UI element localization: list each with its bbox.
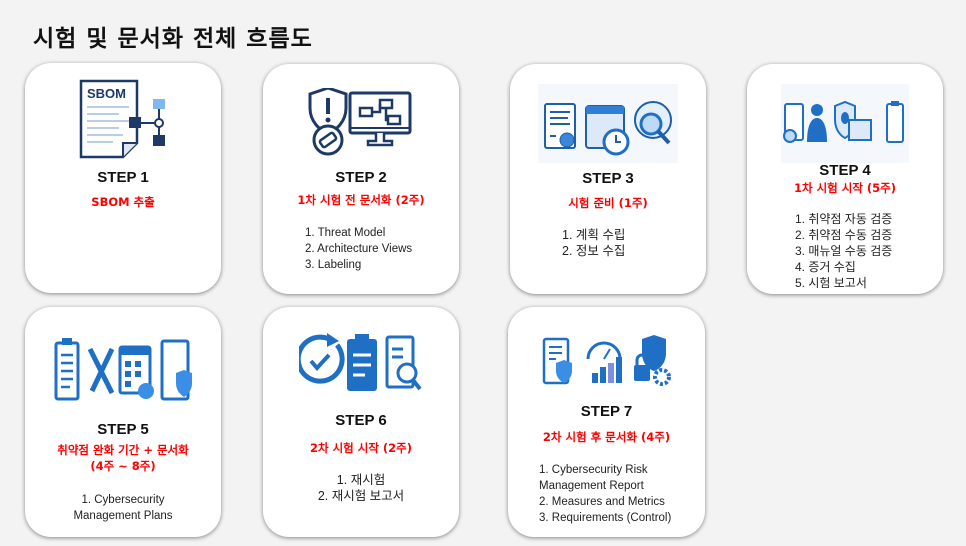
plan-calendar-search-icon [510, 84, 706, 163]
list-item: 1. 취약점 자동 검증 [795, 212, 893, 226]
step-1-card: SBOM STEP 1 SBOM 추출 [25, 63, 221, 293]
list-item: 1. 계획 수립 [562, 228, 626, 242]
step-item-list: 1. 계획 수립 2. 정보 수집 [562, 227, 625, 259]
step-subtitle: 1차 시험 전 문서화 (2주) [297, 193, 425, 207]
step-item-list: 1. 재시험 2. 재시험 보고서 [263, 472, 459, 504]
step-label: STEP 3 [582, 170, 634, 187]
list-item: 3. Labeling [305, 259, 362, 271]
step-label: STEP 5 [97, 421, 149, 438]
step-5-card: STEP 5 취약점 완화 기간 + 문서화 (4주 ~ 8주) 1. Cybe… [25, 307, 221, 537]
list-item: Management Plans [73, 510, 173, 522]
retest-icon [263, 331, 459, 393]
step-3-card: STEP 3 시험 준비 (1주) 1. 계획 수립 2. 정보 수집 [510, 64, 706, 294]
sbom-document-icon: SBOM [25, 79, 221, 159]
step-label: STEP 2 [335, 169, 387, 186]
step-subtitle: 취약점 완화 기간 + 문서화 [57, 443, 189, 457]
list-item: 1. 재시험 [336, 473, 386, 487]
list-item: Management Report [539, 480, 644, 492]
list-item: 2. 정보 수집 [562, 244, 626, 258]
step-item-list: 1. Cybersecurity Risk Management Report … [539, 462, 671, 526]
vulnerability-testing-icon [747, 84, 943, 163]
step-item-list: 1. Cybersecurity Management Plans [25, 492, 221, 524]
list-item: 3. Requirements (Control) [539, 512, 672, 524]
list-item: 5. 시험 보고서 [795, 276, 867, 290]
list-item: 2. Architecture Views [305, 243, 413, 255]
list-item: 1. Threat Model [305, 227, 386, 239]
step-subtitle: 2차 시험 후 문서화 (4주) [542, 430, 671, 444]
step-label: STEP 6 [335, 412, 387, 429]
list-item: 4. 증거 수집 [795, 260, 856, 274]
list-item: 3. 매뉴얼 수동 검증 [795, 244, 893, 258]
list-item: 2. 재시험 보고서 [317, 489, 405, 503]
list-item: 2. Measures and Metrics [539, 496, 665, 508]
threat-model-monitor-icon [263, 88, 459, 156]
list-item: 2. 취약점 수동 검증 [795, 228, 893, 242]
step-subtitle: 시험 준비 (1주) [568, 196, 648, 210]
step-label: STEP 4 [819, 162, 871, 179]
step-subtitle: SBOM 추출 [91, 195, 155, 209]
step-subtitle: 2차 시험 시작 (2주) [309, 441, 412, 455]
step-subtitle: 1차 시험 시작 (5주) [793, 181, 896, 195]
step-label: STEP 7 [580, 403, 633, 420]
step-4-card: STEP 4 1차 시험 시작 (5주) 1. 취약점 자동 검증 2. 취약점… [747, 64, 943, 294]
mitigation-planning-icon [25, 335, 221, 403]
step-2-card: STEP 2 1차 시험 전 문서화 (2주) 1. Threat Model … [263, 64, 459, 294]
list-item: 1. Cybersecurity Risk [539, 464, 648, 476]
step-label: STEP 1 [97, 169, 149, 186]
sbom-icon-text: SBOM [87, 86, 126, 101]
step-item-list: 1. Threat Model 2. Architecture Views 3.… [305, 225, 412, 273]
step-6-card: STEP 6 2차 시험 시작 (2주) 1. 재시험 2. 재시험 보고서 [263, 307, 459, 537]
step-item-list: 1. 취약점 자동 검증 2. 취약점 수동 검증 3. 매뉴얼 수동 검증 4… [795, 211, 892, 291]
list-item: 1. Cybersecurity [81, 494, 165, 506]
step-subtitle-duration: (4주 ~ 8주) [90, 459, 156, 473]
security-metrics-icon [508, 335, 705, 387]
step-7-card: STEP 7 2차 시험 후 문서화 (4주) 1. Cybersecurity… [508, 307, 705, 537]
page-title: 시험 및 문서화 전체 흐름도 [33, 26, 313, 52]
